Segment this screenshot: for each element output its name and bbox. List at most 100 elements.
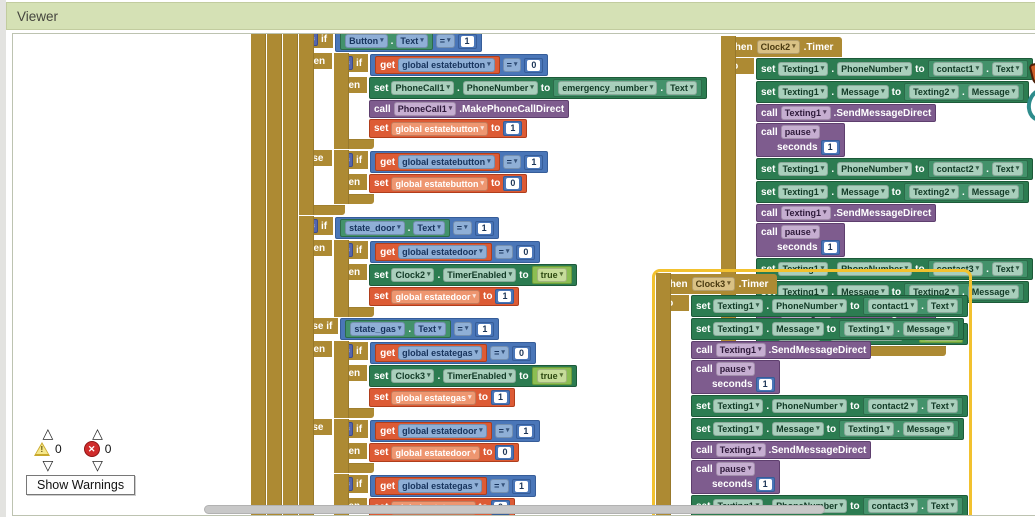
dropdown-timerenabled[interactable]: TimerEnabled▾	[443, 369, 517, 383]
dropdown-phonenumber[interactable]: PhoneNumber▾	[462, 81, 538, 95]
warning-down-icon[interactable]: ▽	[42, 457, 54, 473]
dropdown-phonenumber[interactable]: PhoneNumber▾	[772, 299, 848, 313]
dropdown-state-door[interactable]: state_door▾	[345, 221, 405, 235]
number-block[interactable]: 1	[495, 289, 515, 304]
number-block[interactable]: 0	[516, 244, 536, 260]
value-block-get[interactable]: state_gas▾.Text▾	[345, 320, 451, 338]
dropdown-global-estatedoor[interactable]: global estatedoor▾	[391, 289, 480, 304]
dropdown-text[interactable]: Text▾	[413, 221, 445, 235]
dropdown-texting1[interactable]: Texting1▾	[778, 185, 829, 199]
if-state-door[interactable]: ⚙ifstate_door▾.Text▾=▾1then⚙ifgetglobal …	[299, 216, 578, 515]
error-up-icon[interactable]: △	[92, 425, 103, 441]
value-block-get[interactable]: contact1▾.Text▾	[862, 297, 964, 315]
number-block[interactable]: 1	[457, 34, 477, 49]
dropdown-texting2[interactable]: Texting2▾	[909, 85, 959, 99]
value-block-get[interactable]: contact2▾.Text▾	[862, 397, 964, 415]
value-block-get[interactable]: contact1▾.Text▾	[927, 60, 1029, 78]
dropdown-true[interactable]: true▾	[536, 268, 568, 282]
dropdown-global-estatedoor[interactable]: global estatedoor▾	[398, 245, 487, 259]
dropdown-phonenumber[interactable]: PhoneNumber▾	[837, 262, 913, 276]
dropdown-button[interactable]: Button▾	[345, 34, 388, 48]
dropdown-texting1[interactable]: Texting1▾	[715, 343, 766, 357]
dropdown-[interactable]: =▾	[435, 34, 455, 48]
dropdown-timerenabled[interactable]: TimerEnabled▾	[443, 268, 517, 282]
dropdown-global-estatedoor[interactable]: global estatedoor▾	[398, 424, 487, 438]
dropdown-texting1[interactable]: Texting1▾	[713, 299, 764, 313]
dropdown-texting1[interactable]: Texting1▾	[780, 206, 831, 220]
number-block[interactable]: 1	[820, 240, 840, 255]
number-block[interactable]: 1	[474, 220, 494, 236]
dropdown-contact2[interactable]: contact2▾	[932, 162, 984, 176]
dropdown-global-estategas[interactable]: global estategas▾	[398, 479, 483, 493]
dropdown-message[interactable]: Message▾	[837, 185, 889, 199]
dropdown-contact3[interactable]: contact3▾	[932, 262, 984, 276]
value-block-get[interactable]: contact3▾.Text▾	[927, 260, 1029, 278]
dropdown-clock3[interactable]: Clock3▾	[391, 369, 435, 383]
when-clock2-timer[interactable]: whenClock2▾.TimerdosetTexting1▾.PhoneNum…	[721, 36, 1034, 356]
dropdown-phonecall1[interactable]: PhoneCall1▾	[391, 81, 454, 95]
dropdown-text[interactable]: Text▾	[926, 299, 959, 313]
when-clock3-timer[interactable]: whenClock3▾.TimerdosetTexting1▾.PhoneNum…	[651, 269, 973, 515]
dropdown-texting1[interactable]: Texting1▾	[780, 106, 831, 120]
value-block-get[interactable]: emergency_number▾.Text▾	[553, 79, 703, 97]
dropdown-[interactable]: =▾	[494, 245, 514, 259]
value-block-get[interactable]: Texting2▾.Message▾	[904, 183, 1025, 201]
horizontal-scrollbar[interactable]	[204, 505, 825, 514]
dropdown-global-estatebutton[interactable]: global estatebutton▾	[398, 155, 495, 169]
value-block-logic[interactable]: true▾	[531, 367, 573, 385]
error-down-icon[interactable]: ▽	[92, 457, 103, 473]
dropdown-message[interactable]: Message▾	[967, 185, 1020, 199]
dropdown-global-estategas[interactable]: global estategas▾	[391, 390, 476, 405]
dropdown-texting1[interactable]: Texting1▾	[844, 322, 894, 336]
dropdown-texting1[interactable]: Texting1▾	[778, 85, 829, 99]
value-block-math[interactable]: state_door▾.Text▾=▾1	[335, 217, 499, 239]
dropdown-clock2[interactable]: Clock2▾	[391, 268, 435, 282]
dropdown-text[interactable]: Text▾	[926, 499, 959, 513]
dropdown-text[interactable]: Text▾	[926, 399, 959, 413]
dropdown-text[interactable]: Text▾	[991, 162, 1024, 176]
dropdown-contact1[interactable]: contact1▾	[867, 299, 919, 313]
dropdown-pause[interactable]: pause▾	[780, 125, 821, 139]
value-block-math[interactable]: Button▾.Text▾=▾1	[335, 34, 482, 52]
dropdown-message[interactable]: Message▾	[967, 85, 1020, 99]
number-block[interactable]: 1	[511, 478, 531, 494]
dropdown-texting1[interactable]: Texting1▾	[778, 262, 829, 276]
dropdown-text[interactable]: Text▾	[396, 34, 428, 48]
number-block[interactable]: 1	[755, 477, 775, 492]
dropdown-contact2[interactable]: contact2▾	[867, 399, 919, 413]
dropdown-pause[interactable]: pause▾	[715, 462, 756, 476]
dropdown-text[interactable]: Text▾	[666, 81, 698, 95]
value-block-logic[interactable]: true▾	[531, 266, 573, 284]
dropdown-texting1[interactable]: Texting1▾	[713, 422, 764, 436]
value-block-get[interactable]: state_door▾.Text▾	[340, 219, 450, 237]
